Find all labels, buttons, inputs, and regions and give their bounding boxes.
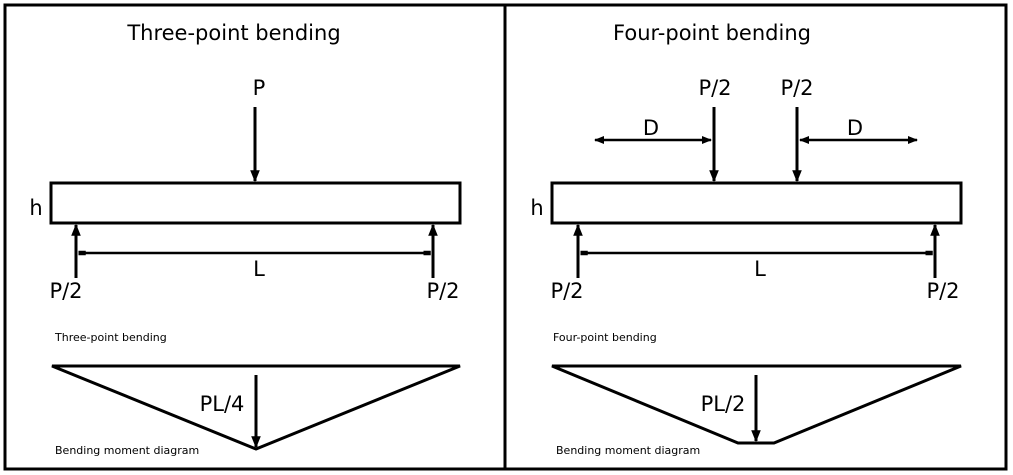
support-label-right: P/2 xyxy=(926,279,959,303)
panel-title: Four-point bending xyxy=(613,21,811,45)
four-point-panel: Four-point bending P/2 P/2 D D h L P/2 P… xyxy=(530,21,963,457)
support-label-right: P/2 xyxy=(426,279,459,303)
three-point-panel: Three-point bending P h L P/2 P/2 Three-… xyxy=(29,21,462,457)
support-label-left: P/2 xyxy=(550,279,583,303)
beam xyxy=(550,181,963,225)
height-label: h xyxy=(530,196,543,220)
panel-title: Three-point bending xyxy=(126,21,340,45)
caption: Three-point bending xyxy=(54,331,167,344)
span-label: L xyxy=(253,257,265,281)
diagram-caption: Bending moment diagram xyxy=(55,444,199,457)
beam xyxy=(49,181,462,225)
load-label-right: P/2 xyxy=(780,76,813,100)
moment-diagram xyxy=(51,364,461,451)
distance-label-right: D xyxy=(847,116,863,140)
moment-label: PL/4 xyxy=(200,392,245,416)
load-label: P xyxy=(253,76,266,100)
distance-label-left: D xyxy=(643,116,659,140)
span-label: L xyxy=(754,257,766,281)
height-label: h xyxy=(29,196,42,220)
caption: Four-point bending xyxy=(553,331,657,344)
load-label-left: P/2 xyxy=(698,76,731,100)
support-label-left: P/2 xyxy=(49,279,82,303)
moment-label: PL/2 xyxy=(701,392,746,416)
diagram-caption: Bending moment diagram xyxy=(556,444,700,457)
moment-diagram xyxy=(551,364,962,445)
